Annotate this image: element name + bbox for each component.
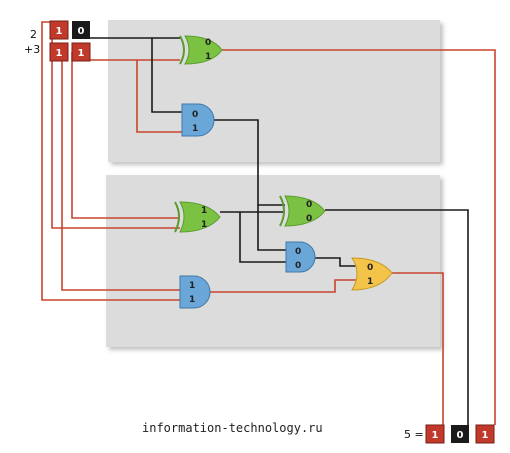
output-bit-2-text: 1 — [432, 430, 439, 441]
input-a-bits: 1 0 — [49, 20, 90, 40]
output-bit-0-text: 1 — [482, 430, 489, 441]
red-wires — [41, 21, 496, 425]
input-a-bit-1 — [49, 20, 69, 40]
input-a-bit-1-text: 1 — [56, 26, 63, 37]
output-label: 5 = — [404, 428, 424, 441]
input-a-bit-0-text: 0 — [78, 26, 85, 37]
svg-text:0: 0 — [192, 110, 198, 120]
output-bit-1-text: 0 — [457, 430, 464, 441]
output-bit-2 — [425, 424, 445, 444]
svg-text:1: 1 — [189, 281, 195, 291]
and-gate-mid: 0 0 — [285, 241, 316, 273]
or-gate: 0 1 — [351, 257, 393, 291]
svg-text:0: 0 — [367, 263, 373, 273]
xor-gate-mid-left: 1 1 — [174, 201, 221, 233]
svg-text:1: 1 — [189, 295, 195, 305]
input-b-bits: 1 1 — [49, 42, 91, 62]
xor-gate-mid-right: 0 0 — [279, 195, 326, 227]
input-b-bit-1 — [49, 42, 69, 62]
output-bits: 1 0 1 — [425, 424, 495, 444]
svg-text:0: 0 — [306, 200, 312, 210]
svg-text:1: 1 — [205, 52, 211, 62]
input-b-bit-1-text: 1 — [56, 48, 63, 59]
svg-text:0: 0 — [295, 247, 301, 257]
input-b-bit-0-text: 1 — [78, 48, 85, 59]
input-a-bit-0 — [72, 21, 90, 39]
svg-text:1: 1 — [367, 277, 373, 287]
input-a-label: 2 — [30, 28, 37, 41]
black-wires — [90, 37, 469, 425]
output-bit-0 — [475, 424, 495, 444]
output-bit-1 — [451, 425, 469, 443]
and-gate-bottom: 1 1 — [179, 275, 211, 309]
svg-text:0: 0 — [205, 38, 211, 48]
svg-text:0: 0 — [295, 261, 301, 271]
and-gate-top: 0 1 — [181, 103, 215, 137]
lower-panel — [106, 175, 440, 347]
svg-text:0: 0 — [306, 214, 312, 224]
upper-panel — [108, 20, 440, 162]
xor-gate-top: 0 1 — [179, 35, 223, 65]
watermark-text: information-technology.ru — [142, 421, 323, 435]
input-b-bit-0 — [71, 42, 91, 62]
svg-text:1: 1 — [192, 124, 198, 134]
svg-text:1: 1 — [201, 220, 207, 230]
input-b-label: +3 — [24, 43, 40, 56]
svg-text:1: 1 — [201, 206, 207, 216]
